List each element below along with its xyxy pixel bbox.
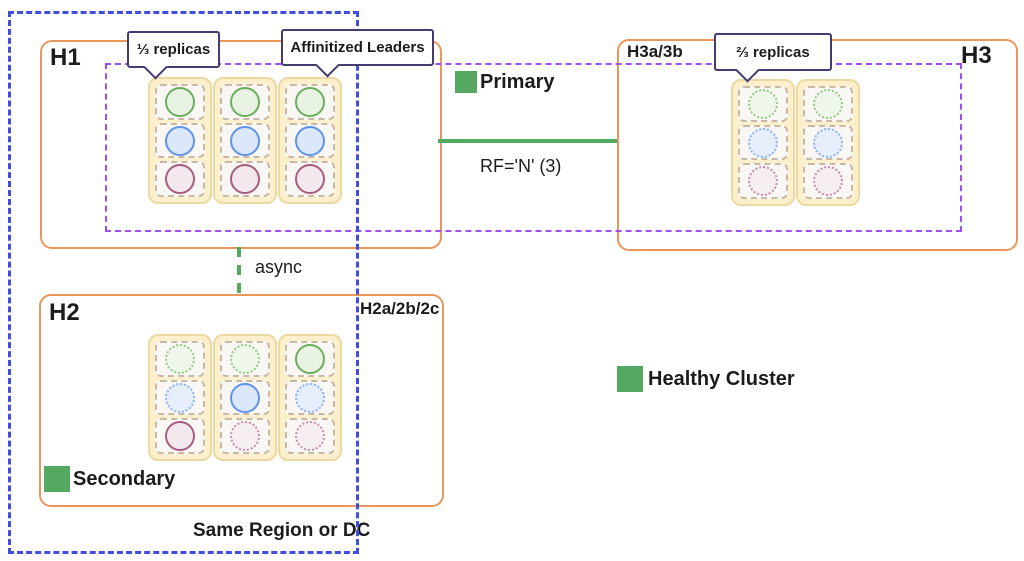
primary-status-label: Primary <box>480 71 555 93</box>
replica-blue-dotted <box>813 127 843 158</box>
callout-two-thirds-replicas-text: ⅔ replicas <box>736 43 810 61</box>
cluster-box-h2 <box>39 294 444 507</box>
replica-cell <box>285 84 335 120</box>
replica-cell <box>220 122 270 159</box>
tablet-server <box>148 77 212 204</box>
cluster-box-h1 <box>40 40 442 249</box>
replica-maroon-dotted <box>230 421 260 452</box>
callout-affinitized-leaders-text: Affinitized Leaders <box>290 39 425 56</box>
zone-label-h3a-3b: H3a/3b <box>627 42 683 61</box>
replica-cell <box>803 124 853 161</box>
tablet-server <box>148 334 212 461</box>
same-region-caption: Same Region or DC <box>193 520 371 541</box>
callout-one-third-replicas: ⅓ replicas <box>127 31 220 80</box>
replica-cell <box>155 122 205 159</box>
replica-green-solid <box>230 86 260 117</box>
replica-blue-solid <box>230 382 260 413</box>
replica-blue-solid <box>295 125 325 156</box>
replica-cell <box>220 84 270 120</box>
cluster-label-h1: H1 <box>50 44 81 71</box>
replica-grid-h2 <box>148 334 342 461</box>
cluster-label-h2: H2 <box>49 299 80 326</box>
replica-cell <box>803 163 853 200</box>
replica-cell <box>220 161 270 198</box>
replica-cell <box>155 341 205 377</box>
replica-cell <box>738 86 788 122</box>
replica-cell <box>738 163 788 200</box>
primary-status-swatch <box>455 71 477 93</box>
replica-cell <box>220 341 270 377</box>
replica-maroon-solid <box>295 164 325 195</box>
tablet-server <box>213 77 277 204</box>
tablet-server <box>213 334 277 461</box>
replica-cell <box>155 379 205 416</box>
sync-replication-line <box>438 139 617 143</box>
replica-cell <box>285 161 335 198</box>
callout-affinitized-leaders: Affinitized Leaders <box>281 29 434 78</box>
replica-cell <box>803 86 853 122</box>
replica-blue-solid <box>230 125 260 156</box>
zone-label-h2a-2b-2c: H2a/2b/2c <box>360 299 440 318</box>
async-replication-line <box>237 247 241 294</box>
tablet-server <box>796 79 860 206</box>
replica-cell <box>738 124 788 161</box>
replica-maroon-solid <box>165 164 195 195</box>
replica-blue-dotted <box>748 127 778 158</box>
replica-cell <box>155 161 205 198</box>
replica-blue-dotted <box>295 382 325 413</box>
replica-cell <box>285 418 335 455</box>
replica-blue-dotted <box>165 382 195 413</box>
replica-green-solid <box>295 343 325 374</box>
replica-green-dotted <box>165 343 195 374</box>
tablet-server <box>278 77 342 204</box>
healthy-cluster-swatch <box>617 366 643 392</box>
replica-green-solid <box>165 86 195 117</box>
callout-two-thirds-replicas: ⅔ replicas <box>714 33 832 83</box>
replica-cell <box>285 341 335 377</box>
secondary-status-swatch <box>44 466 70 492</box>
replica-maroon-solid <box>230 164 260 195</box>
replica-maroon-solid <box>165 421 195 452</box>
replica-cell <box>285 379 335 416</box>
replication-factor-label: RF='N' (3) <box>480 156 562 176</box>
replica-cell <box>220 418 270 455</box>
replica-cell <box>285 122 335 159</box>
cluster-label-h3: H3 <box>961 42 992 69</box>
replica-maroon-dotted <box>748 166 778 197</box>
replica-cell <box>220 379 270 416</box>
replica-green-dotted <box>748 88 778 119</box>
tablet-server <box>731 79 795 206</box>
replica-blue-solid <box>165 125 195 156</box>
replica-green-solid <box>295 86 325 117</box>
replica-cell <box>155 418 205 455</box>
replica-grid-h3 <box>731 79 860 206</box>
replica-grid-h1 <box>148 77 342 204</box>
tablet-server <box>278 334 342 461</box>
async-label: async <box>255 257 303 277</box>
callout-one-third-replicas-text: ⅓ replicas <box>136 41 211 58</box>
replica-maroon-dotted <box>295 421 325 452</box>
replica-maroon-dotted <box>813 166 843 197</box>
healthy-cluster-label: Healthy Cluster <box>648 368 795 390</box>
replica-green-dotted <box>813 88 843 119</box>
replica-cell <box>155 84 205 120</box>
secondary-status-label: Secondary <box>73 468 176 490</box>
replica-green-dotted <box>230 343 260 374</box>
